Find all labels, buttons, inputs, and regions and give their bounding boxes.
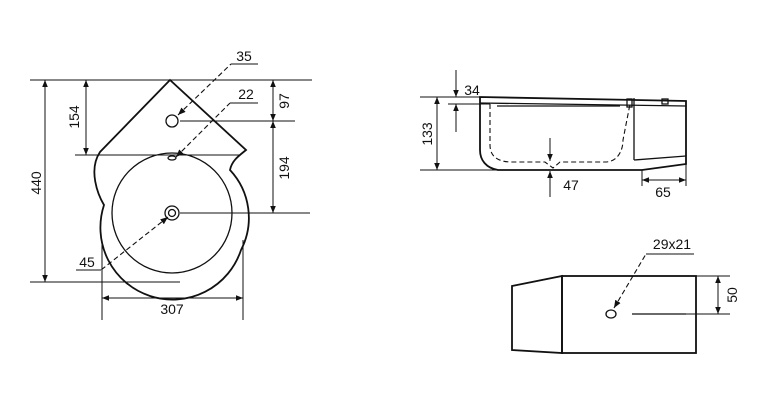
side-view: 133 34 47 65 — [419, 70, 687, 200]
back-body-front — [511, 274, 563, 354]
drain-inner — [167, 208, 177, 218]
dim-overall-height: 440 — [28, 171, 44, 195]
dim-fixing-height: 50 — [724, 287, 740, 303]
tap-hole — [165, 114, 179, 128]
dim-side-height: 133 — [419, 122, 435, 146]
dim-back-to-tap-hole: 154 — [66, 105, 82, 129]
dim-wall-projection: 65 — [655, 184, 671, 200]
fixing-hole — [605, 309, 617, 319]
dim-drain-size: 45 — [79, 254, 95, 270]
dim-width: 307 — [160, 301, 184, 317]
dim-fixing-hole: 29x21 — [653, 236, 691, 252]
dim-tap-to-overflow: 97 — [276, 93, 292, 109]
dim-bowl-bottom: 47 — [563, 177, 579, 193]
overflow-hole — [167, 155, 177, 161]
back-view: 50 29x21 — [511, 236, 740, 354]
dim-overflow-to-drain: 194 — [276, 156, 292, 180]
dim-tap-hole-size: 35 — [236, 48, 252, 64]
side-bowl-inner — [489, 103, 631, 169]
basin-outline — [93, 78, 250, 301]
side-basin-outline — [479, 96, 687, 171]
dim-rim-thickness: 34 — [464, 82, 480, 98]
top-view: 440 154 97 194 307 35 22 45 — [28, 48, 312, 320]
drain-outer — [164, 205, 180, 221]
dim-overflow-size: 22 — [238, 86, 254, 102]
